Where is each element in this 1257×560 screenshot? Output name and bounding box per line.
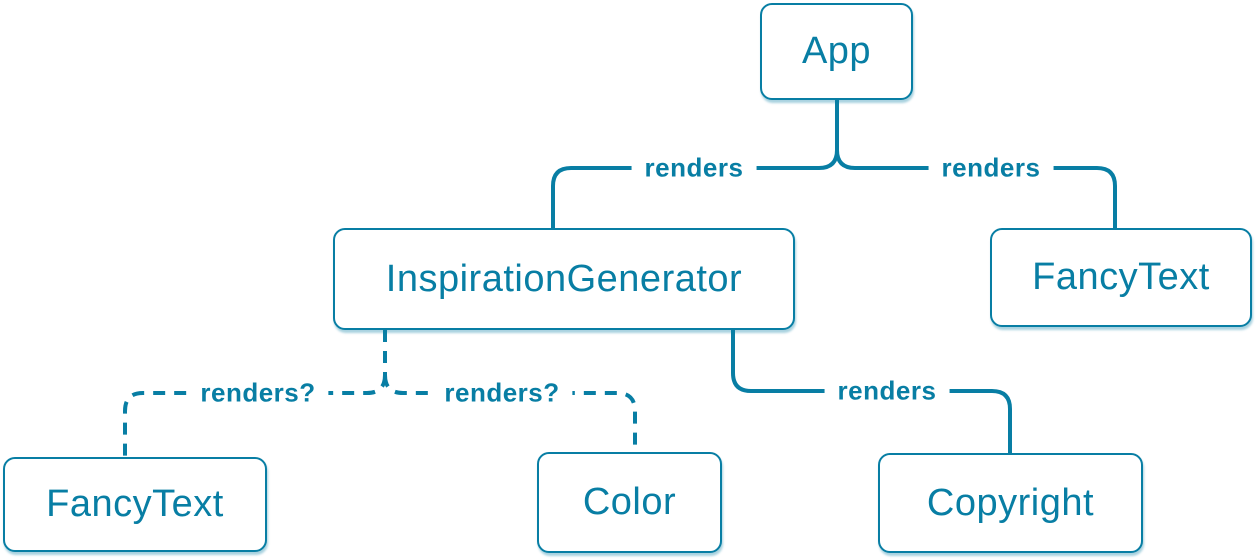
node-copyright-label: Copyright	[926, 481, 1095, 524]
node-fancy-text-bottom-label: FancyText	[46, 483, 224, 525]
node-color: Color	[537, 452, 722, 553]
node-app-label: App	[801, 30, 872, 72]
edge-label-renders-maybe-fancy-text: renders?	[187, 377, 329, 409]
edge-app-to-inspiration-generator	[551, 149, 839, 228]
node-fancy-text-bottom: FancyText	[3, 457, 267, 552]
edge-inspiration-generator-to-fancy-text-bottom	[123, 374, 387, 457]
node-fancy-text-top-label: FancyText	[1032, 256, 1210, 298]
edge-label-renders-inspiration-generator-copyright: renders	[824, 375, 950, 407]
edge-label-renders-app-fancy-text: renders	[928, 152, 1054, 184]
node-copyright: Copyright	[878, 453, 1143, 553]
node-inspiration-generator: InspirationGenerator	[333, 228, 795, 330]
edge-app-to-fancy-text-top	[835, 149, 1117, 228]
node-inspiration-generator-label: InspirationGenerator	[385, 257, 743, 300]
node-color-label: Color	[582, 481, 677, 523]
edge-inspiration-generator-to-color	[383, 374, 637, 452]
edge-label-renders-maybe-color: renders?	[431, 377, 573, 409]
node-fancy-text-top: FancyText	[990, 228, 1252, 327]
node-app: App	[760, 3, 913, 100]
edge-label-renders-app-inspiration-generator: renders	[631, 152, 757, 184]
